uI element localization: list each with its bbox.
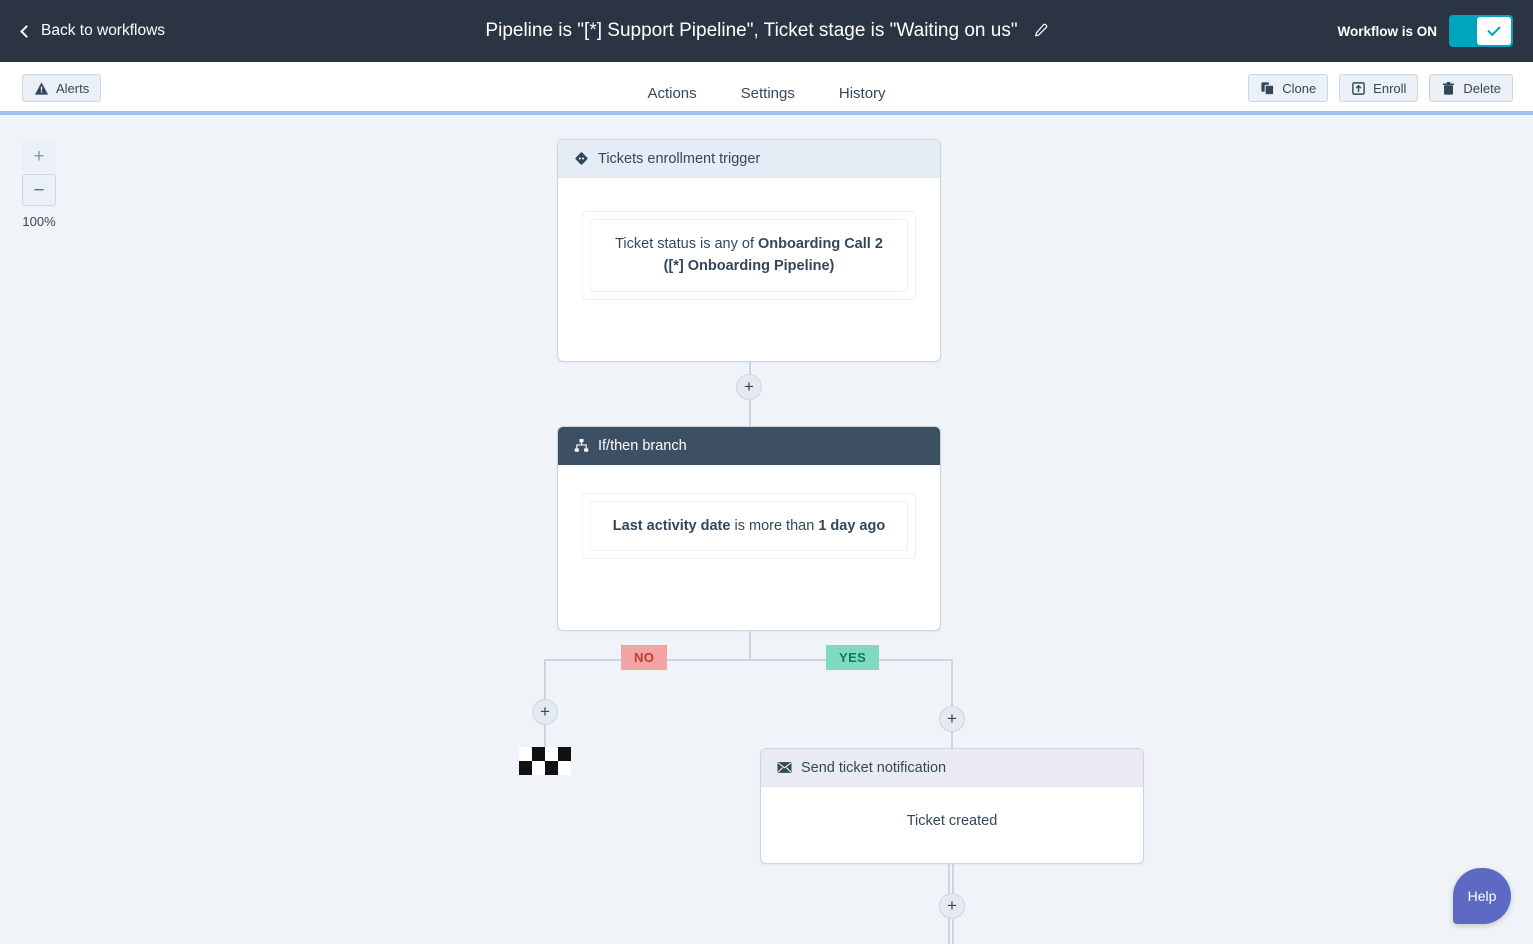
enrollment-trigger-icon — [575, 152, 588, 165]
tab-settings[interactable]: Settings — [719, 85, 817, 113]
workflow-on-off-toggle[interactable] — [1449, 15, 1513, 47]
trigger-node-header: Tickets enrollment trigger — [558, 140, 940, 178]
zoom-percent-label: 100% — [22, 214, 56, 229]
clone-label: Clone — [1282, 80, 1317, 96]
branch-node-header: If/then branch — [558, 427, 940, 465]
workflow-action-buttons: Clone Enroll Delete — [1248, 74, 1513, 102]
tab-actions-label: Actions — [647, 85, 697, 102]
zoom-out-button[interactable]: − — [22, 174, 56, 206]
tab-history[interactable]: History — [817, 85, 908, 113]
warning-triangle-icon — [34, 81, 49, 95]
email-node-text: Ticket created — [906, 813, 998, 829]
connector-trigger-to-branch — [749, 362, 751, 488]
add-step-plus-1[interactable]: + — [736, 374, 762, 400]
trigger-criteria-prefix: Ticket status is any of — [615, 236, 759, 252]
plus-icon: + — [947, 895, 957, 915]
toggle-knob — [1477, 17, 1511, 45]
workflow-canvas[interactable]: + − 100% Tickets enrollment trigger Tick… — [0, 115, 1533, 944]
copy-icon — [1261, 81, 1275, 95]
zoom-in-button[interactable]: + — [22, 140, 56, 172]
workflow-toggle-label: Workflow is ON — [1337, 23, 1437, 39]
plus-icon: + — [744, 376, 754, 396]
trash-icon — [1443, 81, 1455, 95]
node-if-then-branch[interactable]: If/then branch Last activity date is mor… — [557, 426, 941, 631]
branch-criteria-prefix: Last activity date — [612, 518, 731, 534]
trigger-node-body: Ticket status is any of Onboarding Call … — [558, 178, 940, 333]
chevron-left-icon — [20, 24, 33, 38]
add-step-plus-bottom[interactable]: + — [939, 893, 965, 919]
enroll-box-icon — [1352, 81, 1365, 95]
page-title: Pipeline is "[*] Support Pipeline", Tick… — [485, 20, 1018, 41]
branch-label-yes-text: YES — [839, 650, 867, 665]
connector-branch-stem — [749, 631, 751, 660]
branch-label-no: NO — [621, 645, 668, 670]
add-step-plus-yes[interactable]: + — [939, 706, 965, 732]
tab-actions[interactable]: Actions — [625, 85, 719, 115]
delete-label: Delete — [1463, 80, 1501, 96]
branch-criteria-value: 1 day ago — [818, 518, 886, 534]
zoom-out-label: − — [33, 179, 45, 201]
node-send-ticket-notification[interactable]: Send ticket notification Ticket created — [760, 748, 1144, 864]
workflow-toggle-group[interactable]: Workflow is ON — [1337, 0, 1513, 62]
back-to-workflows-link[interactable]: Back to workflows — [20, 0, 166, 62]
enroll-button[interactable]: Enroll — [1339, 74, 1419, 102]
tab-history-label: History — [838, 85, 886, 102]
workflow-title-area: Pipeline is "[*] Support Pipeline", Tick… — [0, 0, 1533, 62]
back-to-workflows-label: Back to workflows — [41, 22, 166, 39]
trigger-criteria: Ticket status is any of Onboarding Call … — [590, 219, 908, 292]
broken-image-placeholder — [519, 747, 571, 775]
envelope-icon — [777, 762, 792, 773]
branch-label-yes: YES — [826, 645, 880, 670]
plus-icon: + — [540, 701, 550, 721]
alerts-button[interactable]: Alerts — [22, 74, 102, 102]
clone-button[interactable]: Clone — [1248, 74, 1329, 102]
pencil-icon[interactable] — [1032, 23, 1048, 39]
tab-settings-label: Settings — [740, 85, 795, 102]
delete-button[interactable]: Delete — [1429, 74, 1513, 102]
help-label: Help — [1467, 888, 1497, 904]
check-icon — [1487, 22, 1501, 37]
trigger-criteria-value: Onboarding Call 2 ([*] Onboarding Pipeli… — [663, 236, 883, 275]
top-bar: Back to workflows Pipeline is "[*] Suppo… — [0, 0, 1533, 62]
trigger-criteria-group[interactable]: Ticket status is any of Onboarding Call … — [582, 211, 916, 300]
branch-node-title: If/then branch — [598, 437, 687, 454]
zoom-in-label: + — [33, 145, 45, 167]
enroll-label: Enroll — [1373, 80, 1407, 96]
trigger-node-title: Tickets enrollment trigger — [598, 150, 761, 167]
connector-branch-horizontal — [544, 659, 953, 661]
branch-label-no-text: NO — [634, 650, 655, 665]
email-node-body: Ticket created — [761, 787, 1143, 855]
plus-icon: + — [947, 708, 957, 728]
add-step-plus-no[interactable]: + — [532, 699, 558, 725]
node-tickets-enrollment-trigger[interactable]: Tickets enrollment trigger Ticket status… — [557, 139, 941, 362]
zoom-controls: + − 100% — [22, 140, 56, 229]
email-node-title: Send ticket notification — [801, 759, 947, 776]
branch-criteria-group[interactable]: Last activity date is more than 1 day ag… — [582, 493, 916, 560]
branch-tree-icon — [574, 438, 589, 452]
alerts-label: Alerts — [56, 80, 90, 96]
branch-node-body: Last activity date is more than 1 day ag… — [558, 465, 940, 587]
progress-strip — [0, 111, 1533, 115]
help-button[interactable]: Help — [1453, 868, 1511, 924]
branch-criteria-mid: is more than — [730, 518, 819, 534]
branch-criteria: Last activity date is more than 1 day ag… — [590, 501, 908, 552]
email-node-header: Send ticket notification — [761, 749, 1143, 787]
